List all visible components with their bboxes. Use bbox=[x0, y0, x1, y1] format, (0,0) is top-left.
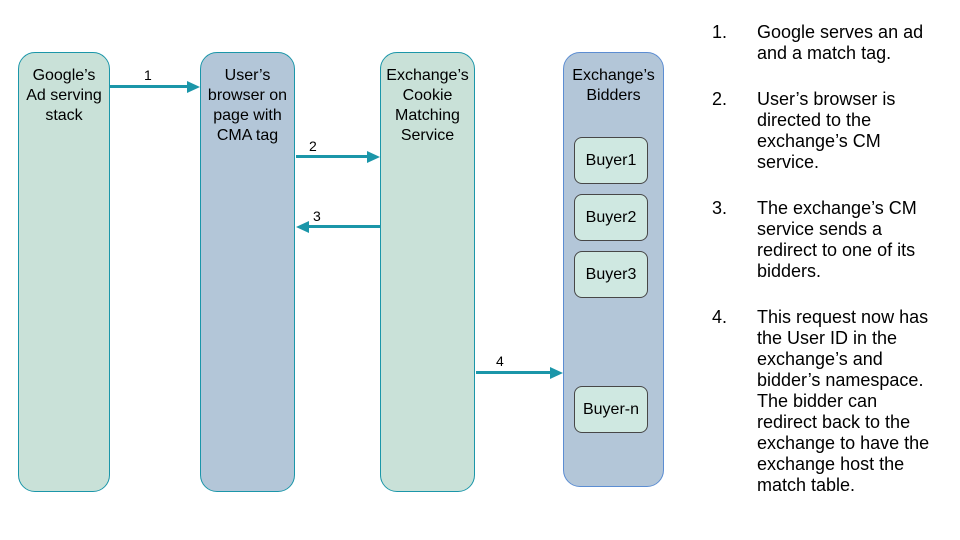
arrow-1-head-icon bbox=[187, 81, 200, 93]
arrow-1-line bbox=[110, 85, 187, 88]
step-list: 1. Google serves an ad and a match tag. … bbox=[712, 22, 958, 521]
step-item-3: 3. The exchange’s CM service sends a red… bbox=[712, 198, 958, 282]
buyer1-label: Buyer1 bbox=[585, 151, 637, 169]
buyer2-label: Buyer2 bbox=[585, 208, 637, 226]
arrow-2-label: 2 bbox=[309, 138, 317, 154]
step-3-text: The exchange’s CM service sends a redire… bbox=[757, 198, 917, 281]
node-user-browser-label: User’s browser on page with CMA tag bbox=[207, 67, 288, 144]
step-1-number: 1. bbox=[712, 22, 728, 42]
step-3-number: 3. bbox=[712, 198, 728, 218]
step-item-1: 1. Google serves an ad and a match tag. bbox=[712, 22, 958, 64]
arrow-2-line bbox=[296, 155, 367, 158]
arrow-3-head-icon bbox=[296, 221, 309, 233]
arrow-3-label: 3 bbox=[313, 208, 321, 224]
step-item-4: 4. This request now has the User ID in t… bbox=[712, 307, 958, 496]
step-4-number: 4. bbox=[712, 307, 728, 327]
step-2-number: 2. bbox=[712, 89, 728, 109]
buyer2-box: Buyer2 bbox=[574, 194, 648, 241]
step-1-text: Google serves an ad and a match tag. bbox=[757, 22, 924, 63]
buyer1-box: Buyer1 bbox=[574, 137, 648, 184]
arrow-4-label: 4 bbox=[496, 353, 504, 369]
buyer3-label: Buyer3 bbox=[585, 265, 637, 283]
step-4-text: This request now has the User ID in the … bbox=[757, 307, 930, 495]
node-google-ad-stack: Google’s Ad serving stack bbox=[18, 52, 110, 492]
buyer3-box: Buyer3 bbox=[574, 251, 648, 298]
arrow-4-head-icon bbox=[550, 367, 563, 379]
arrow-4-line bbox=[476, 371, 550, 374]
node-exchange-bidders-label: Exchange’s Bidders bbox=[572, 67, 655, 104]
node-cm-service-label: Exchange’s Cookie Matching Service bbox=[386, 67, 469, 144]
step-2-text: User’s browser is directed to the exchan… bbox=[757, 89, 896, 172]
node-cm-service: Exchange’s Cookie Matching Service bbox=[380, 52, 475, 492]
buyer-n-label: Buyer-n bbox=[582, 400, 640, 418]
node-google-ad-stack-label: Google’s Ad serving stack bbox=[26, 67, 102, 124]
arrow-2-head-icon bbox=[367, 151, 380, 163]
node-user-browser: User’s browser on page with CMA tag bbox=[200, 52, 295, 492]
step-item-2: 2. User’s browser is directed to the exc… bbox=[712, 89, 958, 173]
arrow-1-label: 1 bbox=[144, 67, 152, 83]
buyer-n-box: Buyer-n bbox=[574, 386, 648, 433]
arrow-3-line bbox=[309, 225, 380, 228]
node-exchange-bidders: Exchange’s Bidders Buyer1 Buyer2 Buyer3 … bbox=[563, 52, 664, 487]
